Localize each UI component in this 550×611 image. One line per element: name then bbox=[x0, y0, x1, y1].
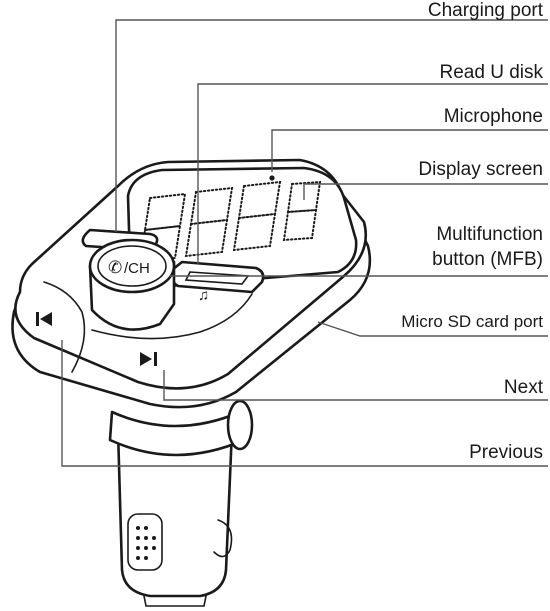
label-read-u-disk: Read U disk bbox=[440, 62, 544, 83]
device-illustration: ♫ ✆ /CH bbox=[12, 160, 369, 606]
stem-collar bbox=[110, 412, 244, 455]
label-next: Next bbox=[504, 377, 544, 398]
collar-ring bbox=[228, 401, 252, 449]
music-note-icon: ♫ bbox=[198, 287, 209, 304]
label-display-screen: Display screen bbox=[418, 159, 543, 180]
stem-contact-tip bbox=[144, 596, 206, 606]
label-mfb-line1: Multifunction bbox=[436, 224, 543, 245]
mfb-knob-text: /CH bbox=[124, 260, 150, 277]
label-charging-port: Charging port bbox=[428, 0, 544, 21]
label-previous: Previous bbox=[469, 442, 543, 463]
phone-icon: ✆ bbox=[108, 258, 122, 277]
label-microphone: Microphone bbox=[444, 106, 543, 127]
microphone-hole bbox=[269, 175, 274, 180]
callout-labels: Charging port Read U disk Microphone Dis… bbox=[401, 0, 543, 463]
usb-port-slot[interactable] bbox=[171, 262, 263, 292]
label-micro-sd: Micro SD card port bbox=[401, 312, 543, 331]
label-mfb-line2: button (MFB) bbox=[432, 249, 543, 270]
